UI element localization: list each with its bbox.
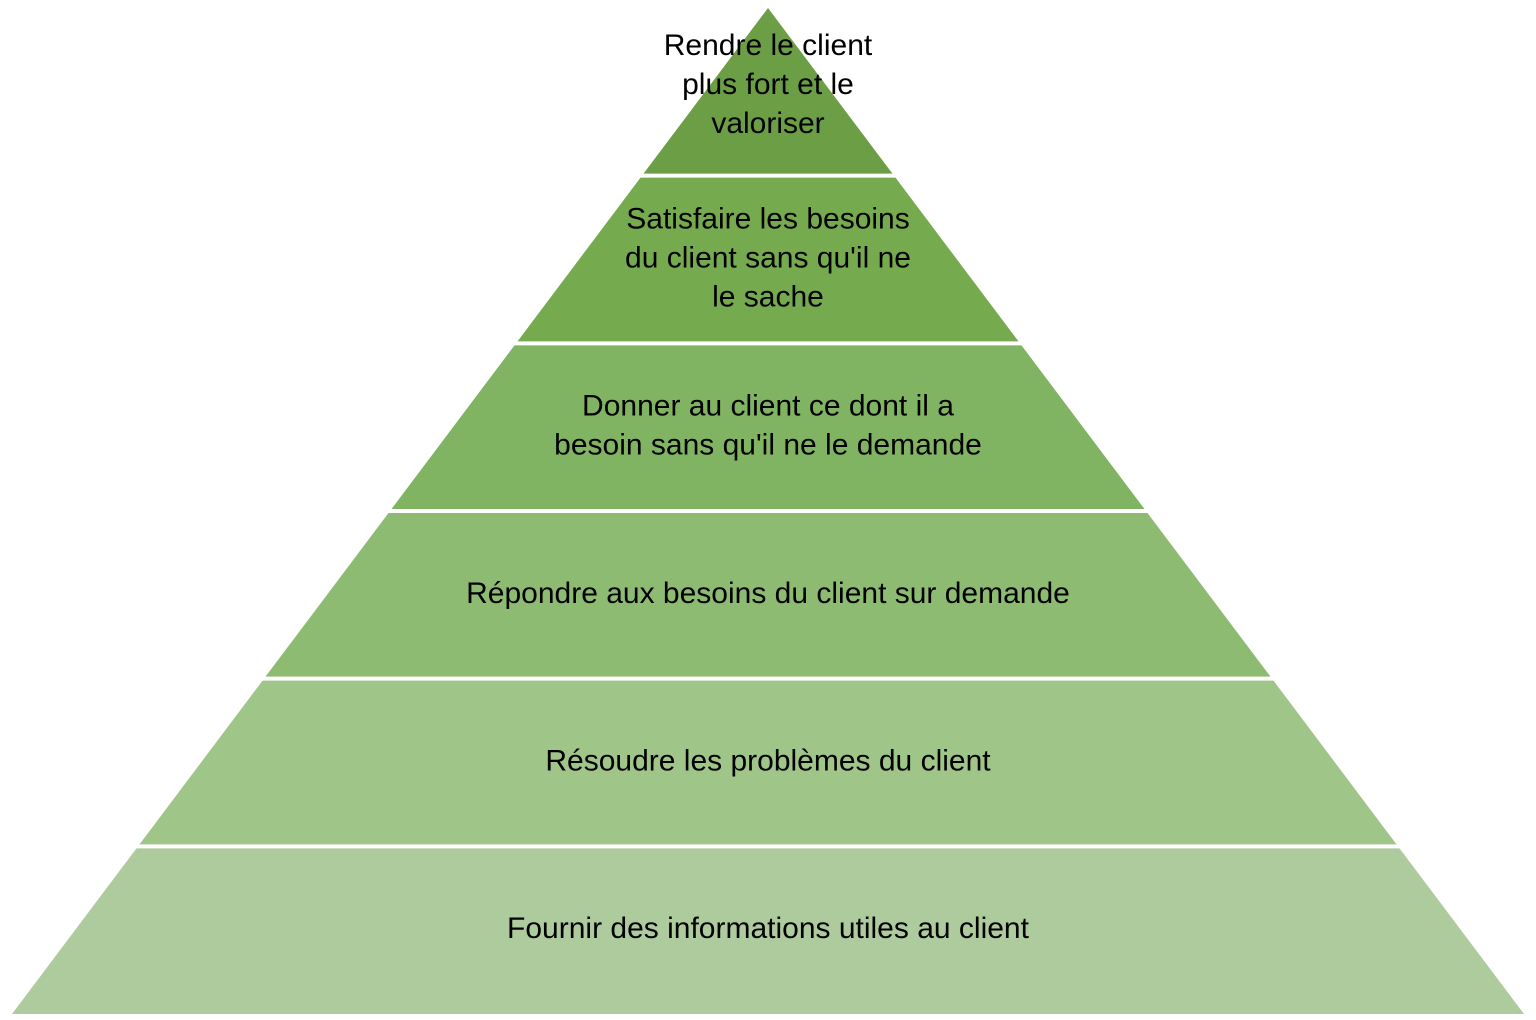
pyramid-level-1-line-1: Rendre le client [664, 29, 873, 62]
pyramid-level-4-label: Répondre aux besoins du client sur deman… [466, 577, 1070, 610]
pyramid-level-1-shape [642, 8, 894, 176]
pyramid-level-3-line-2: besoin sans qu'il ne le demande [554, 429, 982, 462]
pyramid-levels: Rendre le client plus fort et le valoriser… [12, 8, 1524, 1014]
pyramid-level-3-line-1: Donner au client ce dont il a [582, 390, 954, 423]
pyramid-level-3-shape [390, 343, 1146, 511]
pyramid-level-2-label: Satisfaire les besoins du client sans qu'… [625, 202, 911, 313]
pyramid-level-3-label: Donner au client ce dont il a besoin sans… [554, 390, 982, 462]
pyramid-level-5-label: Résoudre les problèmes du client [545, 744, 991, 777]
pyramid-level-2-line-1: Satisfaire les besoins [626, 202, 909, 235]
pyramid-level-2-line-2: du client sans qu'il ne [625, 241, 911, 274]
pyramid-level-1-line-3: valoriser [711, 107, 824, 140]
pyramid-level-5-line-1: Résoudre les problèmes du client [545, 744, 991, 777]
pyramid-level-6-line-1: Fournir des informations utiles au clien… [507, 912, 1030, 945]
pyramid-level-1-line-2: plus fort et le [682, 68, 854, 101]
pyramid-level-2-line-3: le sache [712, 280, 824, 313]
pyramid-level-4-shape [264, 511, 1272, 679]
pyramid-level-6-label: Fournir des informations utiles au clien… [507, 912, 1030, 945]
pyramid-level-5-shape [138, 678, 1398, 847]
pyramid-level-1-label: Rendre le client plus fort et le valoriser [664, 29, 873, 140]
pyramid-level-4-line-1: Répondre aux besoins du client sur deman… [466, 577, 1070, 610]
pyramid-level-6-shape [12, 846, 1524, 1014]
pyramid-level-2-shape [516, 175, 1020, 344]
